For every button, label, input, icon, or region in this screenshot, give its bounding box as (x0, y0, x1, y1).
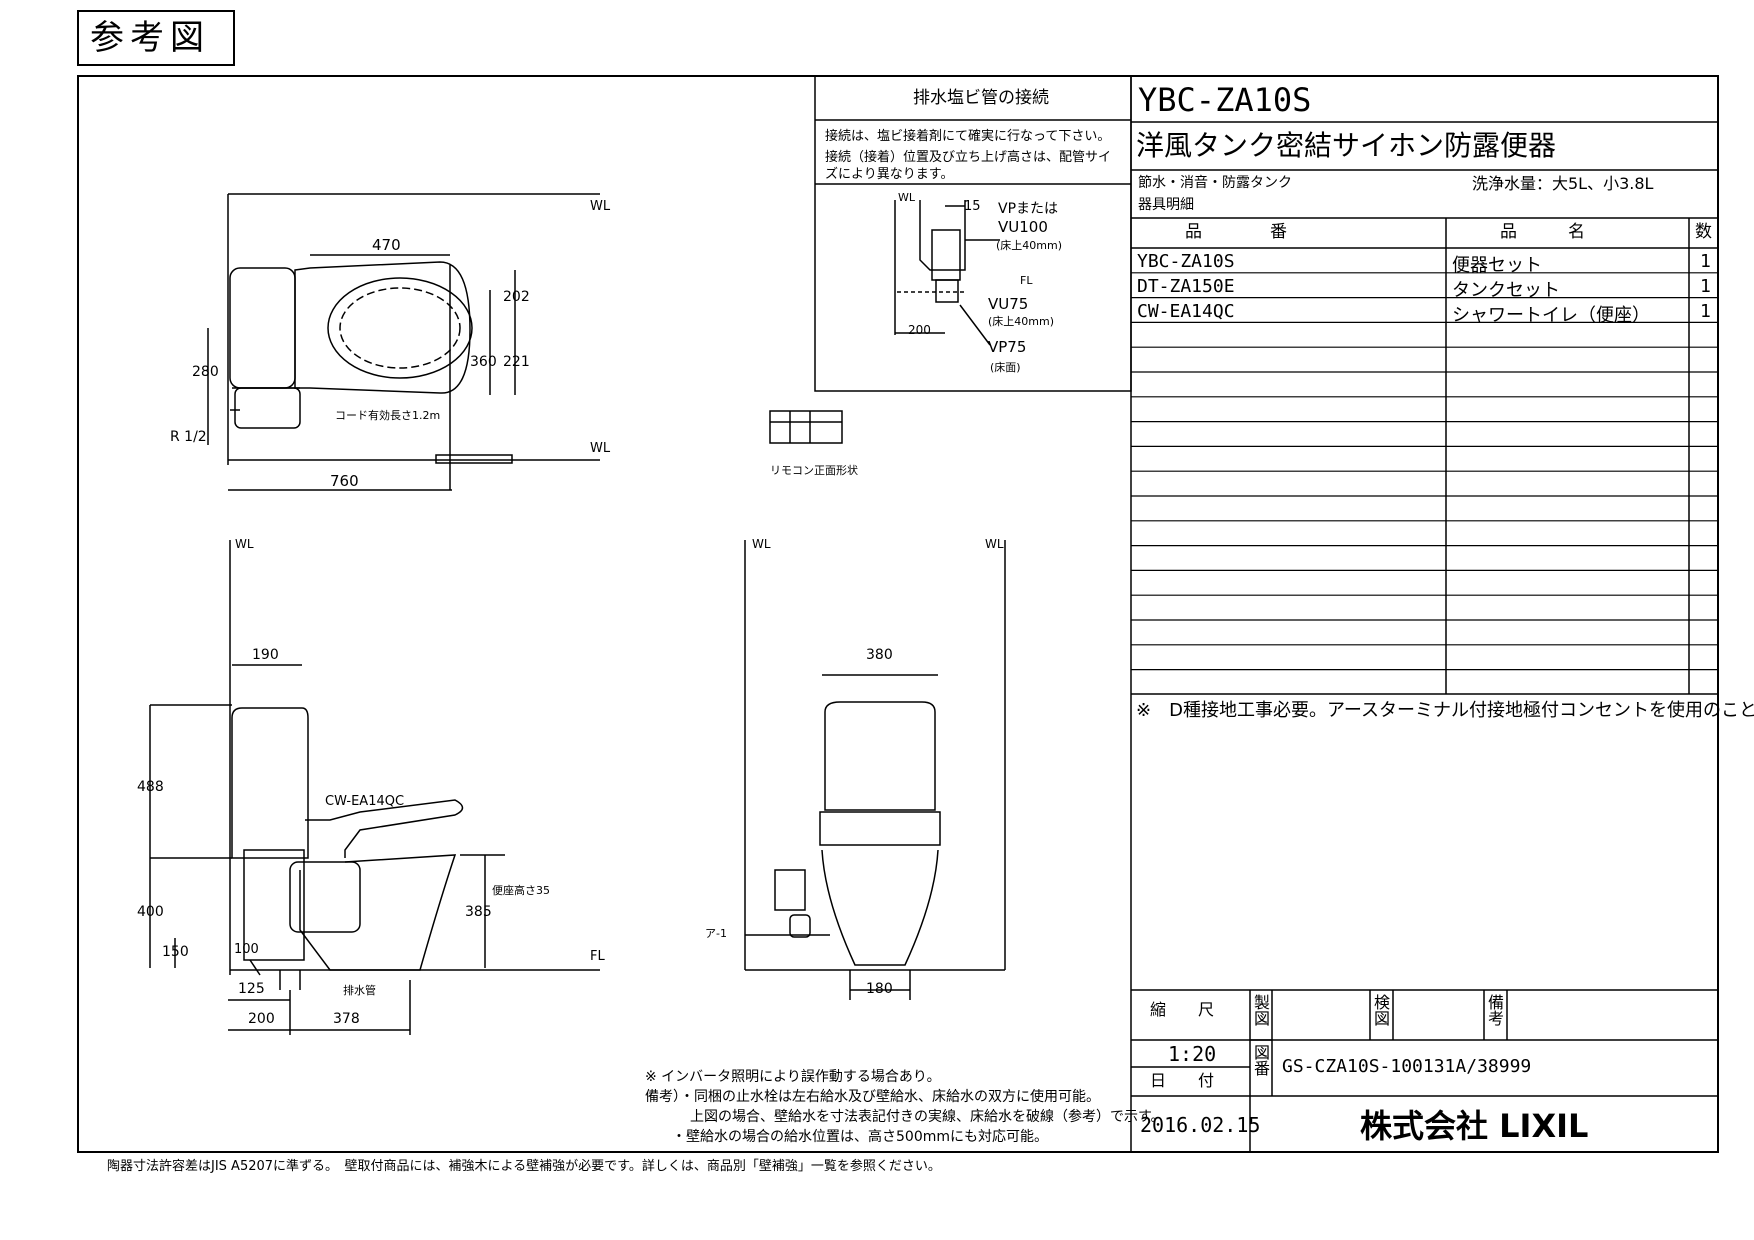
note-2: 備考）・同梱の止水栓は左右給水及び壁給水、床給水の双方に使用可能。 (645, 1089, 1100, 1105)
side-125: 125 (238, 981, 265, 997)
scale-value: 1:20 (1168, 1042, 1217, 1066)
side-400: 400 (137, 904, 164, 920)
side-200: 200 (248, 1011, 275, 1027)
drain-above40b: (床上40mm) (988, 315, 1055, 328)
side-drain-pipe: 排水管 (343, 984, 376, 997)
spec-water: 洗浄水量：大5L、小3.8L (1472, 174, 1654, 193)
col-header-number: 品 番 (1185, 222, 1287, 242)
drain-title: 排水塩ビ管の接続 (913, 88, 1049, 108)
drain-200: 200 (908, 323, 931, 337)
spec-model: YBC-ZA10S (1138, 81, 1312, 119)
side-fl: FL (590, 949, 605, 964)
col-header-name: 品 名 (1500, 222, 1585, 242)
table-cell-number: CW-EA14QC (1137, 300, 1235, 322)
drain-15: 15 (964, 199, 981, 214)
drain-above40a: (床上40mm) (996, 239, 1063, 252)
top-280: 280 (192, 364, 219, 380)
note-3: 上図の場合、壁給水を寸法表記付きの実線、床給水を破線（参考）で示す。 (690, 1109, 1165, 1125)
note-4: ・壁給水の場合の給水位置は、高さ500mmにも対応可能。 (672, 1129, 1048, 1145)
drain-vp-or: VPまたは (998, 201, 1059, 217)
table-cell-name: シャワートイレ（便座） (1452, 304, 1650, 326)
table-cell-qty: 1 (1700, 251, 1711, 272)
col-header-qty: 数 (1695, 222, 1712, 242)
scale-label: 縮 尺 (1150, 1000, 1215, 1019)
top-470: 470 (372, 236, 401, 254)
table-cell-qty: 1 (1700, 275, 1711, 297)
date-label: 日 付 (1150, 1071, 1215, 1090)
footer-note: 陶器寸法許容差はJIS A5207に準ずる。 壁取付商品には、補強木による壁補強… (107, 1159, 941, 1174)
top-760: 760 (330, 472, 359, 490)
front-wl-left: WL (752, 537, 771, 551)
top-wl-2: WL (590, 441, 611, 456)
table-cell-number: DT-ZA150E (1137, 275, 1235, 297)
table-cell-number: YBC-ZA10S (1137, 251, 1235, 272)
table-cell-qty: 1 (1700, 300, 1711, 322)
side-wl: WL (235, 537, 254, 551)
drain-vu100: VU100 (998, 218, 1048, 236)
drawing-no: GS-CZA10S-100131A/38999 (1282, 1056, 1532, 1077)
side-100: 100 (234, 942, 259, 957)
reference-badge (77, 10, 235, 66)
spec-note: ※ D種接地工事必要。アースターミナル付接地極付コンセントを使用のこと。 (1136, 700, 1754, 721)
drain-note-1: 接続は、塩ビ接着剤にて確実に行なって下さい。 (825, 129, 1111, 144)
drain-vp75: VP75 (988, 338, 1027, 356)
spec-name: 洋風タンク密結サイホン防露便器 (1136, 129, 1557, 162)
drain-vu75: VU75 (988, 295, 1029, 313)
side-seat-height: 便座高さ35 (492, 884, 550, 897)
spec-parts-title: 器具明細 (1138, 197, 1194, 213)
badge-text: 参考図 (90, 18, 210, 58)
drain-detail-box (814, 75, 1132, 392)
table-cell-name: タンクセット (1452, 279, 1560, 301)
top-202: 202 (503, 289, 530, 305)
company-name: 株式会社 LIXIL (1360, 1107, 1589, 1145)
front-a1: ア-1 (705, 927, 727, 940)
remark-label: 備考 (1488, 993, 1505, 1028)
side-model: CW-EA14QC (325, 794, 405, 809)
spec-features: 節水・消音・防露タンク (1138, 175, 1292, 191)
made-label: 製図 (1254, 993, 1271, 1028)
check-label: 検図 (1374, 993, 1391, 1028)
drain-fl: FL (1020, 274, 1033, 287)
front-180: 180 (866, 981, 893, 997)
drawing-no-label: 図番 (1254, 1043, 1271, 1078)
top-r12: R 1/2 (170, 429, 207, 445)
side-488: 488 (137, 779, 164, 795)
drain-note-2: 接続（接着）位置及び立ち上げ高さは、配管サイズにより異なります。 (825, 150, 1112, 182)
side-150: 150 (162, 944, 189, 960)
date-value: 2016.02.15 (1140, 1113, 1261, 1137)
side-385: 385 (465, 904, 492, 920)
top-cord: コード有効長さ1.2m (335, 409, 441, 422)
note-1: ※ インバータ照明により誤作動する場合あり。 (645, 1069, 941, 1085)
side-190: 190 (252, 647, 279, 663)
front-380: 380 (866, 647, 893, 663)
top-wl-1: WL (590, 199, 611, 214)
side-378: 378 (333, 1011, 360, 1027)
drain-floor: (床面) (990, 361, 1021, 374)
front-wl-right: WL (985, 537, 1004, 551)
remote-label: リモコン正面形状 (770, 464, 858, 477)
top-221: 221 (503, 354, 530, 370)
top-360: 360 (470, 354, 497, 370)
drain-wl: WL (898, 191, 916, 204)
table-cell-name: 便器セット (1452, 255, 1542, 276)
